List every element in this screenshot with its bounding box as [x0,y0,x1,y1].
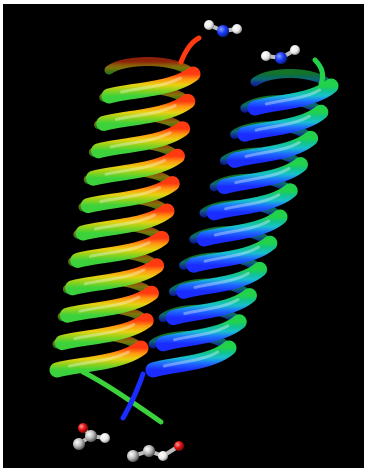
carboxyl-group-bottom-left-icon [73,423,110,450]
green-terminal-tail [83,372,161,422]
amine-group-top-left-icon [204,20,242,37]
red-loop-tail [181,38,199,62]
carboxyl-group-bottom-right-icon [127,441,184,462]
molecule-scene [3,4,364,468]
helix-right [153,73,331,370]
molecule-viewport [3,4,364,468]
amine-group-top-right-icon [261,45,300,64]
